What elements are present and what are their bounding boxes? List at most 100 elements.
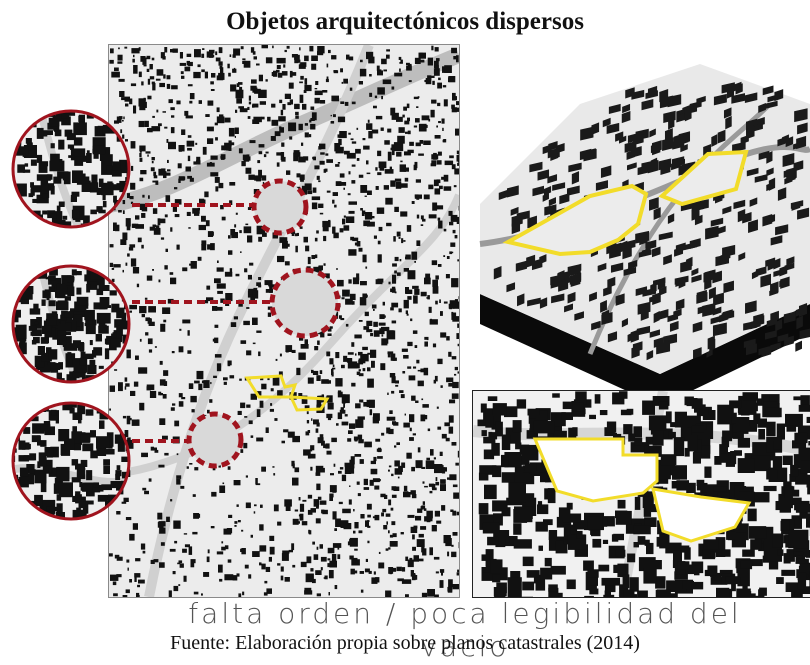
building-footprint bbox=[418, 533, 424, 538]
building-footprint bbox=[227, 466, 231, 470]
building-footprint bbox=[598, 564, 610, 572]
iso-building bbox=[645, 239, 657, 251]
building-footprint bbox=[394, 380, 399, 384]
building-footprint bbox=[284, 93, 291, 99]
building-footprint bbox=[24, 163, 29, 167]
building-footprint bbox=[512, 420, 522, 433]
building-footprint bbox=[299, 63, 303, 66]
iso-building bbox=[783, 311, 796, 324]
building-footprint bbox=[127, 129, 128, 136]
building-footprint bbox=[139, 338, 142, 342]
building-footprint bbox=[131, 165, 134, 171]
building-footprint bbox=[62, 336, 72, 347]
building-footprint bbox=[617, 499, 626, 509]
building-footprint bbox=[14, 365, 19, 371]
building-footprint bbox=[111, 184, 125, 191]
building-footprint bbox=[326, 190, 331, 193]
building-footprint bbox=[381, 95, 383, 100]
building-footprint bbox=[24, 521, 37, 522]
building-footprint bbox=[34, 494, 43, 507]
building-footprint bbox=[349, 485, 351, 487]
building-footprint bbox=[753, 492, 770, 503]
building-footprint bbox=[417, 369, 422, 372]
iso-building bbox=[574, 263, 582, 274]
iso-building bbox=[765, 100, 778, 109]
building-footprint bbox=[155, 225, 160, 229]
building-footprint bbox=[457, 323, 459, 328]
building-footprint bbox=[125, 103, 129, 107]
building-footprint bbox=[319, 143, 326, 150]
building-footprint bbox=[205, 220, 210, 227]
building-footprint bbox=[218, 463, 221, 468]
building-footprint bbox=[20, 382, 24, 385]
building-footprint bbox=[326, 76, 329, 81]
building-footprint bbox=[334, 528, 337, 531]
building-footprint bbox=[207, 409, 210, 414]
building-footprint bbox=[54, 129, 62, 137]
iso-building bbox=[564, 303, 573, 313]
building-footprint bbox=[211, 491, 217, 497]
building-footprint bbox=[239, 86, 243, 91]
building-footprint bbox=[302, 103, 307, 110]
building-footprint bbox=[96, 188, 101, 195]
building-footprint bbox=[323, 577, 327, 579]
building-footprint bbox=[731, 412, 737, 424]
building-footprint bbox=[20, 282, 25, 288]
iso-building bbox=[608, 103, 621, 114]
building-footprint bbox=[615, 549, 626, 557]
building-footprint bbox=[99, 420, 105, 429]
iso-building bbox=[725, 115, 732, 130]
building-footprint bbox=[627, 553, 636, 563]
building-footprint bbox=[557, 592, 563, 597]
building-footprint bbox=[327, 547, 335, 554]
building-footprint bbox=[731, 432, 737, 439]
building-footprint bbox=[98, 365, 104, 369]
building-footprint bbox=[289, 70, 293, 78]
building-footprint bbox=[358, 174, 364, 178]
iso-building bbox=[662, 137, 674, 151]
building-footprint bbox=[740, 560, 753, 570]
building-footprint bbox=[116, 511, 121, 515]
building-footprint bbox=[394, 256, 399, 262]
building-footprint bbox=[123, 497, 129, 502]
building-footprint bbox=[216, 107, 220, 113]
building-footprint bbox=[307, 453, 316, 459]
building-footprint bbox=[130, 341, 133, 346]
building-footprint bbox=[170, 127, 175, 134]
iso-building bbox=[786, 256, 795, 266]
building-footprint bbox=[366, 329, 373, 333]
iso-building bbox=[768, 177, 776, 191]
building-footprint bbox=[229, 54, 232, 57]
building-footprint bbox=[244, 268, 248, 273]
building-footprint bbox=[655, 576, 666, 589]
building-footprint bbox=[441, 467, 446, 474]
iso-building bbox=[653, 311, 660, 324]
building-footprint bbox=[192, 494, 196, 497]
building-footprint bbox=[352, 237, 359, 242]
building-footprint bbox=[42, 191, 46, 199]
building-footprint bbox=[355, 148, 361, 154]
building-footprint bbox=[435, 300, 438, 305]
building-footprint bbox=[428, 483, 435, 487]
building-footprint bbox=[205, 114, 210, 117]
building-footprint bbox=[413, 555, 419, 562]
building-footprint bbox=[240, 251, 242, 253]
building-footprint bbox=[353, 530, 356, 534]
building-footprint bbox=[342, 218, 346, 225]
building-footprint bbox=[449, 251, 453, 255]
building-footprint bbox=[332, 367, 336, 370]
building-footprint bbox=[388, 428, 394, 435]
building-footprint bbox=[312, 187, 317, 193]
subtitle: falta orden / poca legibilidad del vacio bbox=[188, 597, 742, 663]
building-footprint bbox=[99, 380, 110, 381]
building-footprint bbox=[347, 361, 358, 369]
building-footprint bbox=[345, 216, 355, 223]
building-footprint bbox=[141, 81, 144, 86]
building-footprint bbox=[357, 416, 365, 420]
building-footprint bbox=[411, 466, 415, 472]
building-footprint bbox=[129, 244, 136, 248]
building-footprint bbox=[104, 338, 109, 345]
iso-building bbox=[645, 90, 658, 100]
building-footprint bbox=[451, 104, 455, 109]
building-footprint bbox=[418, 123, 427, 132]
